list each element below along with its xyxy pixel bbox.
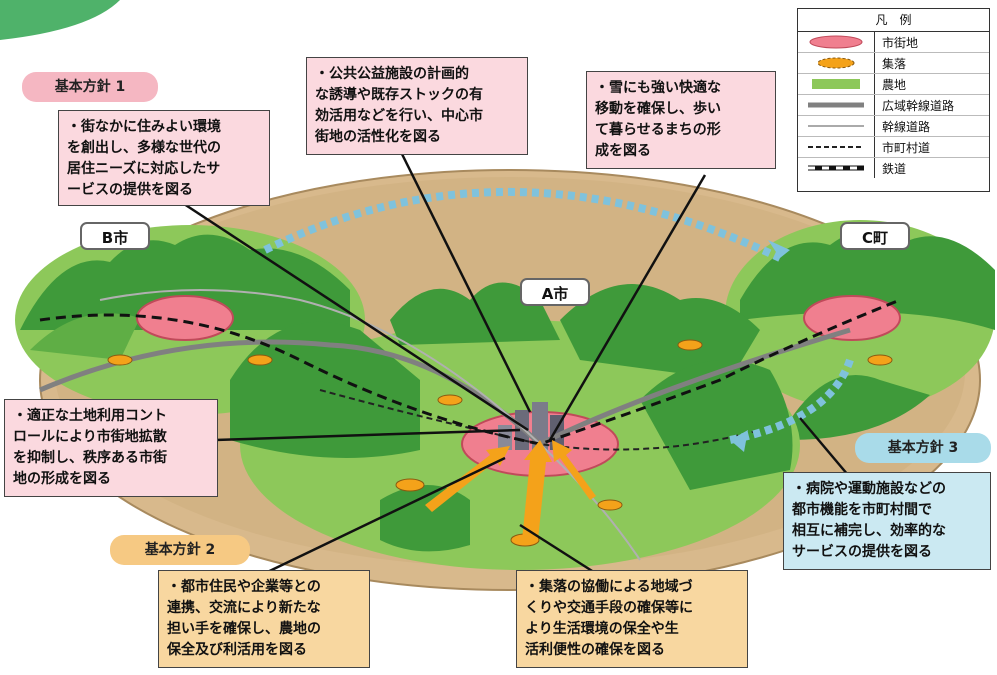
- inter-city-links: [263, 188, 854, 444]
- legend-label: 農地: [882, 78, 907, 92]
- legend-label: 市街地: [882, 36, 919, 50]
- policy2-settlement-box: ・集落の協働による地域づ くりや交通手段の確保等に より生活環境の保全や生 活利…: [516, 570, 748, 668]
- policy-arrows: [425, 440, 596, 540]
- settlement-symbol: [817, 53, 875, 73]
- legend: 凡 例 市街地 集落 農地 広域幹線道路 幹線道路 市町村道 鉄道: [797, 8, 990, 192]
- settlements: [107, 339, 893, 547]
- policy3-complement-box: ・病院や運動施設などの 都市機能を市町村間で 相互に補完し、効率的な サービスの…: [783, 472, 991, 570]
- policy-label-2: 基本方針 2: [110, 535, 250, 565]
- legend-item-wide-road: 広域幹線道路: [798, 95, 989, 116]
- railway-symbol: [808, 158, 875, 178]
- arterial-road-symbol: [808, 116, 875, 136]
- legend-item-municipal-road: 市町村道: [798, 137, 989, 158]
- legend-title: 凡 例: [798, 9, 989, 32]
- legend-label: 幹線道路: [882, 120, 931, 134]
- city-label-b: B市: [80, 222, 150, 250]
- city-label-a: A市: [520, 278, 590, 306]
- a-city-area: [230, 282, 800, 570]
- municipal-road-symbol: [808, 137, 875, 157]
- legend-item-urban: 市街地: [798, 32, 989, 53]
- policy-label-3: 基本方針 3: [855, 433, 991, 463]
- legend-label: 市町村道: [882, 141, 931, 155]
- legend-item-settlement: 集落: [798, 53, 989, 74]
- legend-label: 鉄道: [882, 162, 907, 176]
- policy-label-1: 基本方針 1: [22, 72, 158, 102]
- policy1-residential-box: ・街なかに住みよい環境 を創出し、多様な世代の 居住ニーズに対応したサ ービスの…: [58, 110, 270, 206]
- legend-item-railway: 鉄道: [798, 158, 989, 178]
- policy2-farmland-box: ・都市住民や企業等との 連携、交流により新たな 担い手を確保し、農地の 保全及び…: [158, 570, 370, 668]
- urban-area-symbol: [809, 32, 875, 52]
- legend-label: 集落: [882, 57, 907, 71]
- city-label-c: C町: [840, 222, 910, 250]
- policy1-snow-mobility-box: ・雪にも強い快適な 移動を確保し、歩い て暮らせるまちの形 成を図る: [586, 71, 776, 169]
- policy1-land-use-box: ・適正な土地利用コント ロールにより市街地拡散 を抑制し、秩序ある市街 地の形成…: [4, 399, 218, 497]
- policy1-downtown-box: ・公共公益施設の計画的 な誘導や既存ストックの有 効活用などを行い、中心市 街地…: [306, 57, 528, 155]
- callout-lines: [177, 149, 849, 580]
- wide-road-symbol: [808, 95, 875, 115]
- legend-item-farmland: 農地: [798, 74, 989, 95]
- legend-item-arterial-road: 幹線道路: [798, 116, 989, 137]
- legend-label: 広域幹線道路: [882, 99, 955, 113]
- farmland-symbol: [812, 74, 875, 94]
- corner-decoration: [0, 0, 120, 40]
